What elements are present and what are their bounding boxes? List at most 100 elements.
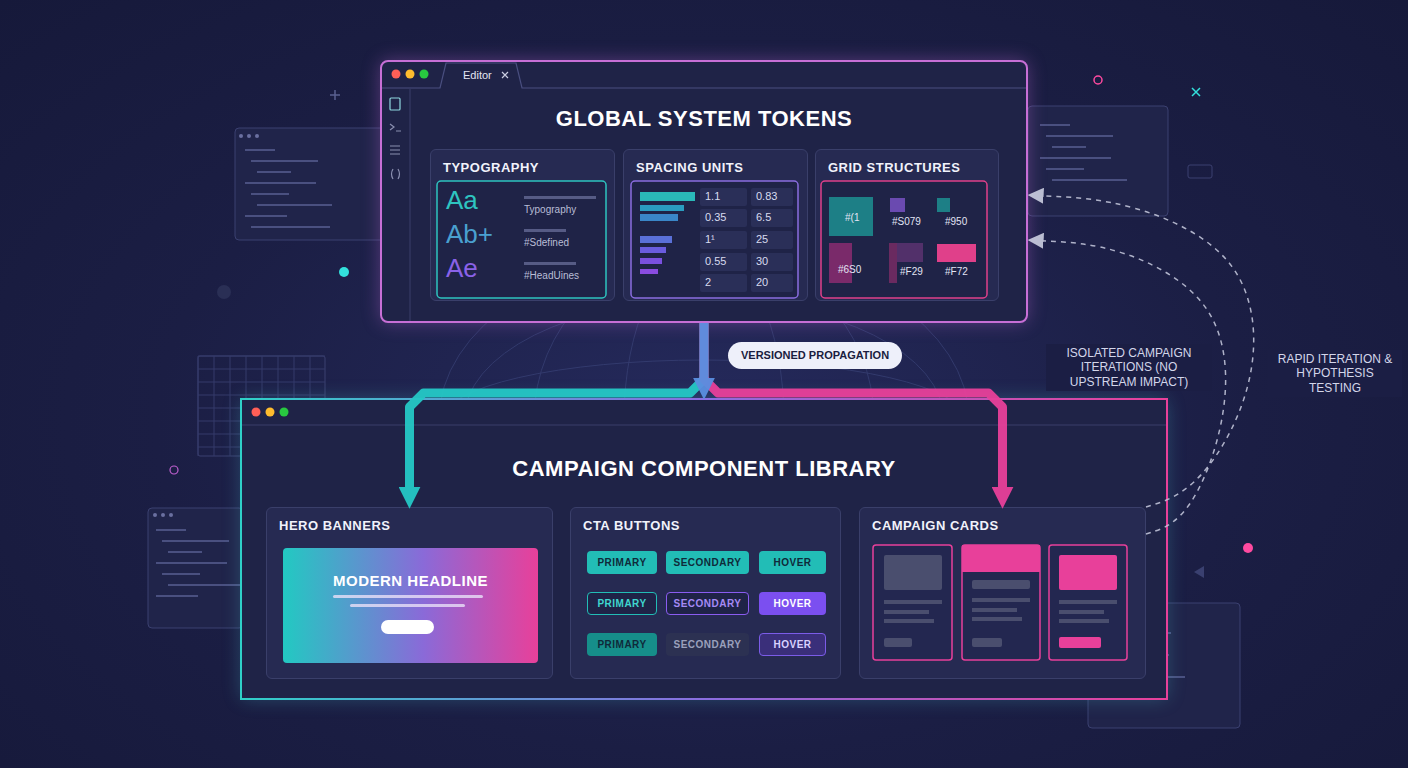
campaign-card: [884, 610, 929, 614]
feedback-arrow: [1042, 241, 1226, 534]
grid-texture: [198, 395, 325, 396]
propagation-arrow: [704, 323, 1003, 489]
window-chrome: [266, 408, 275, 417]
typography-sample: [524, 262, 576, 265]
campaign-card: [884, 555, 942, 590]
ghost-code-line: [156, 529, 186, 531]
spacing-scale: [751, 209, 793, 227]
node-label: MODERN HEADLINE: [333, 572, 488, 589]
tab-label: Editor: [463, 69, 492, 82]
campaign-card: [972, 580, 1030, 589]
campaign-card: [1059, 600, 1117, 604]
campaign-card: [972, 617, 1022, 621]
cta-button: SECONDARY: [666, 592, 749, 615]
campaign-card: [1059, 637, 1101, 648]
node-label: PRIMARY: [597, 557, 646, 568]
window-chrome: [390, 124, 401, 131]
table-cell: 25: [756, 233, 768, 246]
spacing-scale: [700, 188, 793, 292]
campaign-card: [873, 545, 1127, 660]
ghost-dot: [153, 513, 157, 517]
cta-button: HOVER: [759, 633, 826, 656]
campaign-card: [1049, 545, 1127, 660]
swatch-code: #6S0: [838, 264, 861, 276]
hero-detail: [381, 620, 434, 634]
node-label: SECONDARY: [673, 639, 741, 650]
hero-banner: MODERN HEADLINE: [283, 548, 538, 663]
sparkle: [1243, 543, 1253, 553]
node-label: PRIMARY: [597, 598, 646, 609]
campaign-card: [1059, 555, 1117, 590]
table-cell: 1.1: [705, 190, 720, 203]
spacing-scale: [631, 181, 798, 298]
window-chrome: [420, 70, 429, 79]
edge-label: ISOLATED CAMPAIGN ITERATIONS (NO UPSTREA…: [1046, 344, 1212, 391]
campaign-card: [972, 598, 1030, 602]
ghost-dot: [161, 513, 165, 517]
node-label: GLOBAL SYSTEM TOKENS: [556, 106, 852, 132]
window-chrome: [392, 169, 400, 179]
window-chrome: [242, 425, 1166, 426]
node-label: SPACING UNITS: [636, 160, 743, 175]
ghost-code-line: [251, 226, 330, 228]
component-panel: HERO BANNERS MODERN HEADLINE: [266, 507, 553, 679]
window-chrome: [280, 408, 289, 417]
sparkle: [1194, 566, 1204, 578]
component-panel: CAMPAIGN CARDS: [859, 507, 1146, 679]
spacing-scale: [751, 253, 793, 271]
grid-texture: [198, 369, 325, 370]
spacing-scale: [640, 269, 658, 274]
token-panel: SPACING UNITS: [623, 149, 808, 301]
swatch-code: #F72: [945, 266, 968, 278]
node-label: SECONDARY: [673, 557, 741, 568]
cta-button: SECONDARY: [666, 551, 749, 574]
grid-swatches: [821, 181, 987, 298]
campaign-card: [1059, 610, 1104, 614]
grid-texture: [198, 356, 199, 456]
token-name: Typography: [524, 204, 576, 216]
ghost-code-line: [1046, 135, 1113, 137]
ghost-code-line: [245, 215, 287, 217]
node-label: HOVER: [773, 598, 811, 609]
sparkle: [170, 466, 178, 474]
campaign-card: [962, 545, 1040, 660]
node-label: HERO BANNERS: [279, 518, 390, 533]
grid-swatches: [937, 244, 976, 262]
campaign-card: [873, 545, 952, 660]
swatch-code: #F29: [900, 266, 923, 278]
typography-sample: [437, 181, 606, 298]
ghost-code-line: [1040, 124, 1070, 126]
window-chrome: [252, 408, 261, 417]
window-chrome: [392, 70, 401, 79]
grid-swatches: [897, 243, 923, 262]
ghost-code-line: [156, 595, 198, 597]
component-panel: CTA BUTTONS PRIMARY SECONDARY HOVER PRIMARY S…: [570, 507, 841, 679]
hero-detail: [333, 595, 483, 634]
node-label: CTA BUTTONS: [583, 518, 680, 533]
table-cell: 20: [756, 276, 768, 289]
table-cell: 30: [756, 255, 768, 268]
campaign-card: [972, 608, 1017, 612]
node-label: HOVER: [773, 557, 811, 568]
node-label: PRIMARY: [597, 639, 646, 650]
ghost-code-line: [257, 171, 291, 173]
window-chrome: [382, 63, 1026, 88]
cta-button: PRIMARY: [587, 551, 657, 574]
sparkle: [1192, 88, 1200, 96]
cta-button: HOVER: [759, 592, 826, 615]
token-name: #HeadUines: [524, 270, 579, 282]
swatch-code: #S079: [892, 216, 921, 228]
window-chrome: [410, 89, 411, 321]
type-sample: Ae: [446, 254, 478, 284]
spacing-scale: [631, 181, 798, 298]
hero-detail: [333, 595, 483, 598]
typography-sample: [524, 229, 566, 232]
table-cell: 2: [705, 276, 711, 289]
swatch-code: #(1: [845, 212, 859, 224]
type-sample: Aa: [446, 186, 478, 216]
typography-sample: [437, 181, 606, 298]
window-chrome: [242, 63, 1166, 425]
grid-swatches: [889, 243, 897, 283]
spacing-scale: [700, 209, 747, 227]
grid-swatches: [890, 198, 905, 212]
